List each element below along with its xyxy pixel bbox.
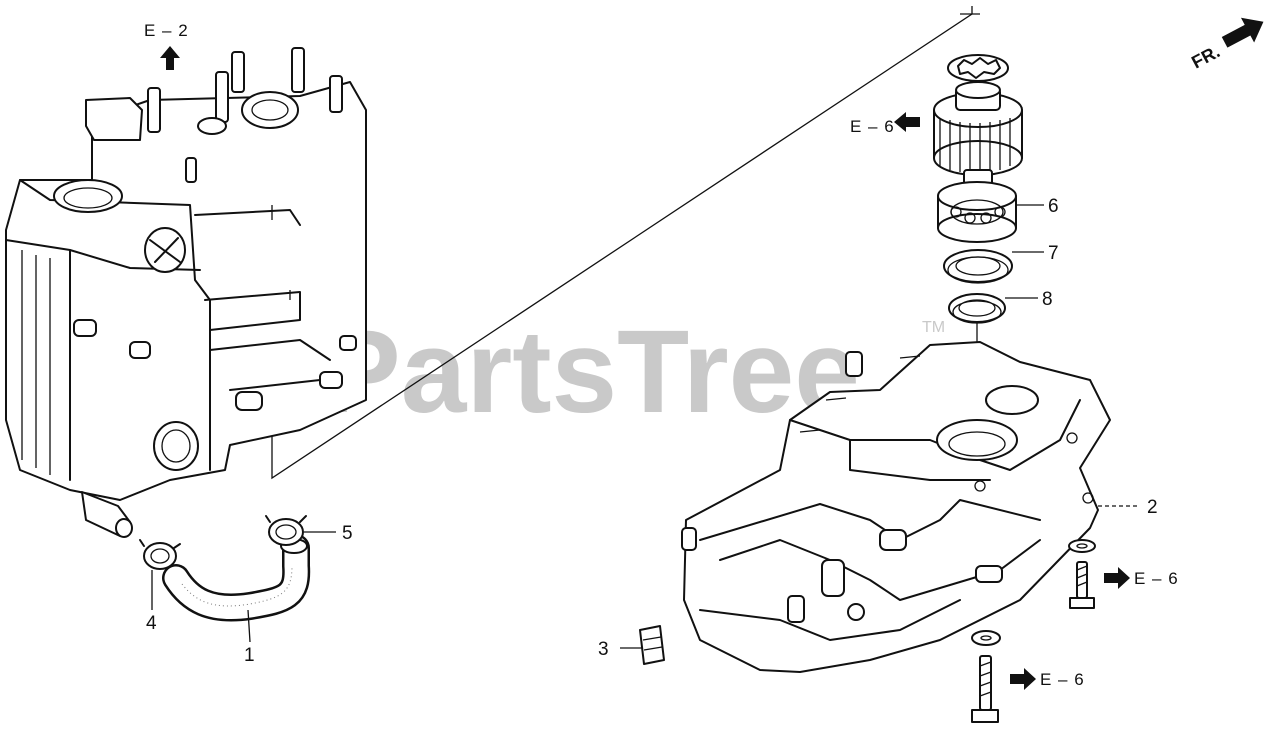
plug[interactable] bbox=[639, 625, 665, 665]
gear-stack[interactable] bbox=[933, 54, 1023, 450]
direction-marker: FR. bbox=[1188, 17, 1264, 73]
reference-e6-bolt-bottom-label: E – 6 bbox=[1040, 670, 1085, 689]
callout-labels: 1 2 3 4 5 6 7 8 bbox=[146, 196, 1158, 666]
clip-5[interactable] bbox=[265, 515, 307, 546]
case[interactable] bbox=[681, 341, 1111, 673]
callout-2[interactable]: 2 bbox=[1147, 497, 1158, 518]
arrow-right-icon bbox=[1104, 567, 1130, 589]
clip-4[interactable] bbox=[139, 539, 181, 570]
callout-4[interactable]: 4 bbox=[146, 613, 157, 634]
arrow-right-icon bbox=[1010, 668, 1036, 690]
direction-marker-label: FR. bbox=[1188, 41, 1223, 72]
callout-7[interactable]: 7 bbox=[1048, 243, 1059, 264]
hose[interactable] bbox=[162, 534, 311, 622]
callout-3[interactable]: 3 bbox=[598, 639, 609, 660]
arrow-up-icon bbox=[160, 46, 180, 70]
watermark: PartsTree TM bbox=[322, 306, 945, 438]
engine-block[interactable] bbox=[5, 47, 367, 538]
assembly-guide-line bbox=[271, 6, 973, 480]
arrow-left-icon bbox=[894, 112, 920, 132]
callout-6[interactable]: 6 bbox=[1048, 196, 1059, 217]
washer-bolt-right[interactable] bbox=[1068, 539, 1096, 609]
reference-e6-gear-label: E – 6 bbox=[850, 117, 895, 136]
reference-e6-bolt-bottom[interactable]: E – 6 bbox=[1010, 668, 1085, 690]
reference-e2[interactable]: E – 2 bbox=[144, 21, 189, 70]
callout-8[interactable]: 8 bbox=[1042, 289, 1053, 310]
reference-e2-label: E – 2 bbox=[144, 21, 189, 40]
reference-e6-bolt-right[interactable]: E – 6 bbox=[1104, 567, 1179, 589]
reference-e6-bolt-right-label: E – 6 bbox=[1134, 569, 1179, 588]
reference-e6-gear[interactable]: E – 6 bbox=[850, 112, 920, 136]
washer-bolt-bottom[interactable] bbox=[971, 630, 1001, 723]
callout-1[interactable]: 1 bbox=[244, 645, 255, 666]
forward-arrow-icon bbox=[1221, 17, 1264, 48]
callout-leaders bbox=[151, 204, 1044, 649]
watermark-text: PartsTree bbox=[322, 306, 860, 438]
watermark-trademark: TM bbox=[922, 319, 945, 336]
callout-5[interactable]: 5 bbox=[342, 523, 353, 544]
